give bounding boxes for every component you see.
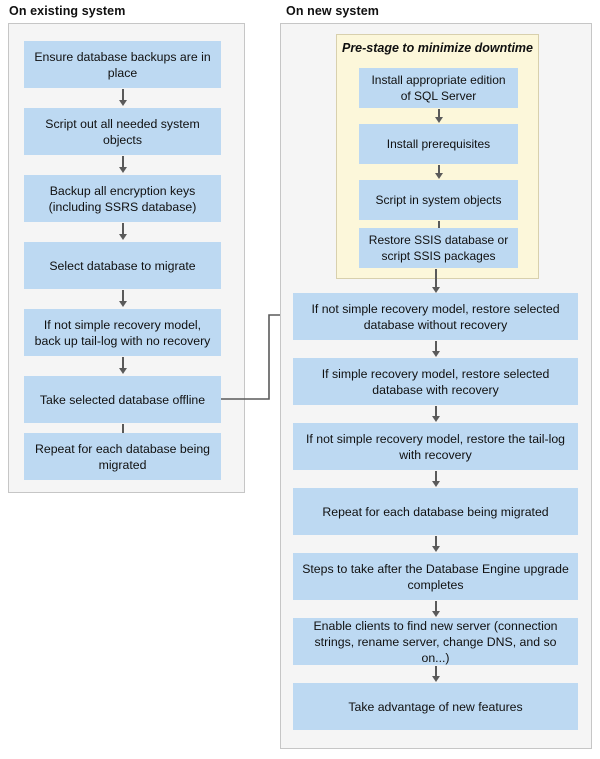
arrow-new-4-to-5: [431, 536, 440, 553]
node-prestage-step-2[interactable]: Install prerequisites: [359, 124, 518, 164]
node-new-step-1[interactable]: If not simple recovery model, restore se…: [293, 293, 578, 340]
node-new-step-7[interactable]: Take advantage of new features: [293, 683, 578, 730]
node-new-step-6[interactable]: Enable clients to find new server (conne…: [293, 618, 578, 665]
arrow-new-5-to-6: [431, 601, 440, 618]
arrow-existing-4-to-5: [118, 290, 127, 308]
arrow-new-1-to-2: [431, 341, 440, 358]
node-existing-step-5[interactable]: If not simple recovery model, back up ta…: [24, 309, 221, 356]
node-existing-step-7[interactable]: Repeat for each database being migrated: [24, 433, 221, 480]
node-existing-step-6[interactable]: Take selected database offline: [24, 376, 221, 423]
group-prestage-title: Pre-stage to minimize downtime: [341, 41, 533, 55]
arrow-existing-2-to-3: [118, 156, 127, 174]
node-new-step-3[interactable]: If not simple recovery model, restore th…: [293, 423, 578, 470]
node-existing-step-4[interactable]: Select database to migrate: [24, 242, 221, 289]
node-existing-step-1[interactable]: Ensure database backups are in place: [24, 41, 221, 88]
arrow-existing-3-to-4: [118, 223, 127, 241]
arrow-new-2-to-3: [431, 406, 440, 423]
node-new-step-2[interactable]: If simple recovery model, restore select…: [293, 358, 578, 405]
arrow-new-6-to-7: [431, 666, 440, 683]
node-new-step-5[interactable]: Steps to take after the Database Engine …: [293, 553, 578, 600]
arrow-prestage-to-new-step-1: [431, 269, 440, 294]
node-prestage-step-3[interactable]: Script in system objects: [359, 180, 518, 220]
node-new-step-4[interactable]: Repeat for each database being migrated: [293, 488, 578, 535]
node-prestage-step-1[interactable]: Install appropriate edition of SQL Serve…: [359, 68, 518, 108]
arrow-new-3-to-4: [431, 471, 440, 488]
node-prestage-step-4[interactable]: Restore SSIS database or script SSIS pac…: [359, 228, 518, 268]
node-existing-step-3[interactable]: Backup all encryption keys (including SS…: [24, 175, 221, 222]
column-heading-existing-system: On existing system: [9, 4, 126, 18]
arrow-prestage-1-to-2: [434, 109, 443, 124]
arrow-existing-5-to-6: [118, 357, 127, 375]
arrow-prestage-2-to-3: [434, 165, 443, 180]
arrow-existing-1-to-2: [118, 89, 127, 107]
column-heading-new-system: On new system: [286, 4, 379, 18]
node-existing-step-2[interactable]: Script out all needed system objects: [24, 108, 221, 155]
